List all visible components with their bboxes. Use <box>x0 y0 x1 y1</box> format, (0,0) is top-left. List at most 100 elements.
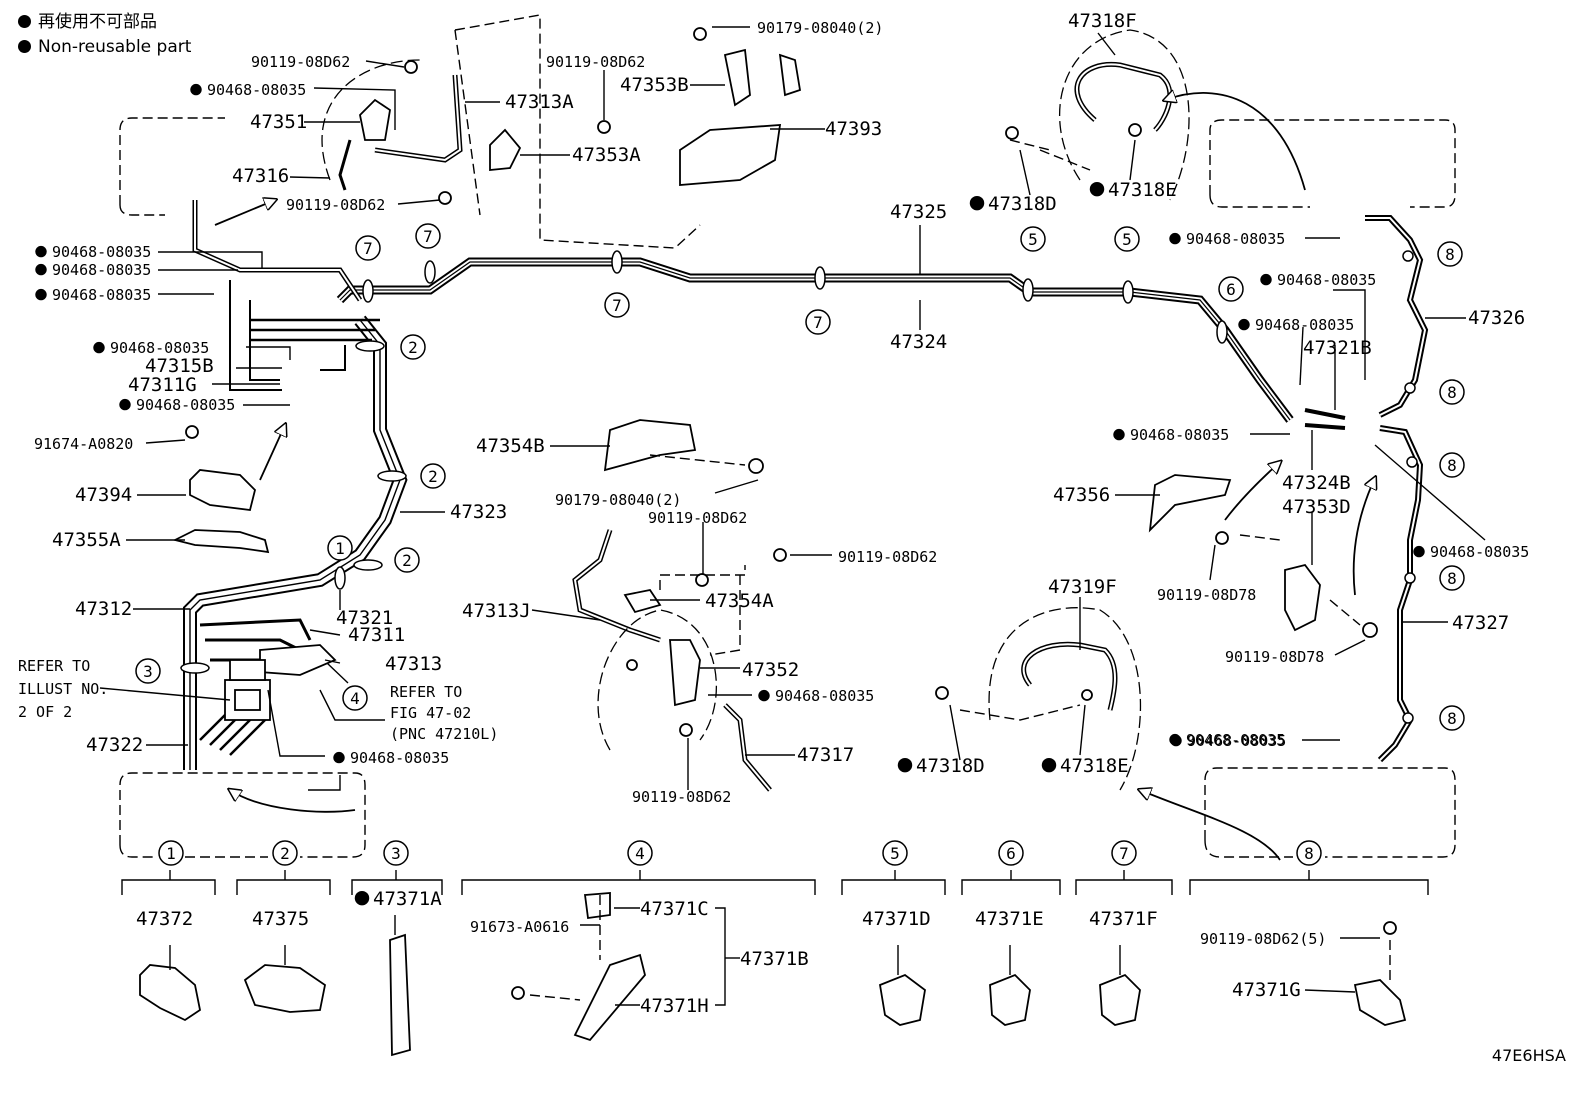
bracket-47354A <box>623 588 662 614</box>
part-number-label: 90119-08D62 <box>632 788 731 806</box>
part-number-label: 47318E <box>1060 755 1129 777</box>
part-number-label: 47321B <box>1303 337 1372 359</box>
part-callout: 47394 <box>75 484 132 506</box>
part-number-label: 47371C <box>640 898 709 920</box>
part-number-label: 47318D <box>916 755 985 777</box>
clamp-47371C <box>583 892 611 920</box>
pipe-clamps <box>180 250 1418 724</box>
part-callout: 90468-08035 <box>1169 230 1285 248</box>
part-callout: 47313J <box>462 600 531 622</box>
refer-fig-note: REFER TO <box>390 683 462 701</box>
refer-illust-note: REFER TO <box>18 657 90 675</box>
bracket-47355A <box>172 529 270 554</box>
bracket-47356 <box>1148 474 1232 533</box>
part-number-label: 90468-08035 <box>1186 230 1285 248</box>
dashed-frames <box>119 14 1456 1001</box>
part-number-label: 47393 <box>825 118 882 140</box>
non-reusable-dot-icon <box>897 757 913 773</box>
part-number-label: 47371E <box>975 908 1044 930</box>
index-marker-number: 5 <box>1122 230 1132 249</box>
part-number-label: 47318E <box>1108 179 1177 201</box>
part-callout: 47318D <box>969 193 1057 215</box>
part-number-label: 90468-08035 <box>1430 543 1529 561</box>
part-callout: 90119-08D62 <box>286 196 385 214</box>
part-callout: 47371D <box>862 908 931 930</box>
part-callout: 90468-08035 <box>35 261 151 279</box>
index-marker-ring <box>158 840 184 866</box>
direction-arrows <box>214 93 1375 861</box>
index-marker-number: 2 <box>408 338 418 357</box>
index-marker-number: 4 <box>350 689 360 708</box>
part-callout: 47375 <box>252 908 309 930</box>
part-number-label: 90468-08035 <box>1130 426 1229 444</box>
index-marker: 2 <box>272 840 298 866</box>
legend-row-ja: 再使用不可部品 <box>18 10 191 35</box>
bracket-47353B <box>723 48 802 107</box>
non-reusable-dot-icon <box>354 890 370 906</box>
non-reusable-dot-icon <box>93 341 105 354</box>
part-callout: 90468-08035 <box>190 81 306 99</box>
part-number-label: 47353D <box>1282 496 1351 518</box>
part-number-label: 47354B <box>476 435 545 457</box>
part-number-label: 47321 <box>336 607 393 629</box>
clamp-47371E <box>989 973 1031 1026</box>
part-callout: 91673-A0616 <box>470 918 569 936</box>
part-number-label: 47351 <box>250 111 307 133</box>
part-number-label: 47324 <box>890 331 947 353</box>
part-callout: 47313A <box>505 91 574 113</box>
part-callout: 47393 <box>825 118 882 140</box>
index-marker-ring <box>604 292 630 318</box>
index-marker-number: 8 <box>1445 245 1455 264</box>
part-callout: 47353B <box>620 74 689 96</box>
refer-illust-note: 2 OF 2 <box>18 703 72 721</box>
part-callout: 90468-08035 <box>35 243 151 261</box>
part-callout: 90119-08D62 <box>546 53 645 71</box>
index-marker-number: 5 <box>1028 230 1038 249</box>
non-reusable-dot-icon <box>758 689 770 702</box>
part-callout: 47353D <box>1282 496 1351 518</box>
part-callout: 90468-08035 <box>1260 271 1376 289</box>
part-callout: 90119-08D62 <box>632 788 731 806</box>
clamp-47371D <box>878 973 926 1026</box>
index-marker: 7 <box>355 235 381 261</box>
part-number-label: 47311 <box>348 624 405 646</box>
index-marker-ring <box>1111 840 1137 866</box>
part-callout: 90119-08D62 <box>251 53 350 71</box>
index-marker-ring <box>1218 276 1244 302</box>
index-marker-number: 2 <box>280 844 290 863</box>
part-number-label: 47325 <box>890 201 947 223</box>
part-number-label: 47312 <box>75 598 132 620</box>
index-marker-ring <box>342 685 368 711</box>
bracket-47354B <box>603 419 697 472</box>
part-callout: 47371A <box>354 888 442 910</box>
part-callout: 47371B <box>740 948 809 970</box>
part-callout: 47353A <box>572 144 641 166</box>
non-reusable-dot-icon <box>119 398 131 411</box>
index-marker-number: 2 <box>428 467 438 486</box>
part-callout: 47354B <box>476 435 545 457</box>
bracket-47351 <box>359 98 391 141</box>
non-reusable-dot-icon <box>35 263 47 276</box>
part-callout: 90119-08D62(5) <box>1200 930 1326 948</box>
non-reusable-dot-icon <box>1089 181 1105 197</box>
legend-ja-text: 再使用不可部品 <box>38 12 157 32</box>
part-callout: 47326 <box>1468 307 1525 329</box>
bracket-47371H <box>573 953 646 1042</box>
index-marker-ring <box>1296 840 1322 866</box>
non-reusable-dot-icon <box>35 288 47 301</box>
part-callout: 47321 <box>336 607 393 629</box>
part-number-label: 90119-08D62(5) <box>1200 930 1326 948</box>
bracket-47352 <box>669 639 701 707</box>
part-callout: 90119-08D78 <box>1157 586 1256 604</box>
index-marker: 4 <box>342 685 368 711</box>
part-number-label: 90179-08040(2) <box>757 19 883 37</box>
components <box>139 27 1407 1057</box>
index-marker-ring <box>1020 226 1046 252</box>
part-number-label: 47315B <box>145 355 214 377</box>
part-number-label: 47323 <box>450 501 507 523</box>
part-number-label: 47316 <box>232 165 289 187</box>
index-marker-ring <box>1114 226 1140 252</box>
index-marker-number: 7 <box>813 313 823 332</box>
index-marker-number: 3 <box>143 662 153 681</box>
part-number-label: 90468-08035 <box>1186 731 1285 749</box>
